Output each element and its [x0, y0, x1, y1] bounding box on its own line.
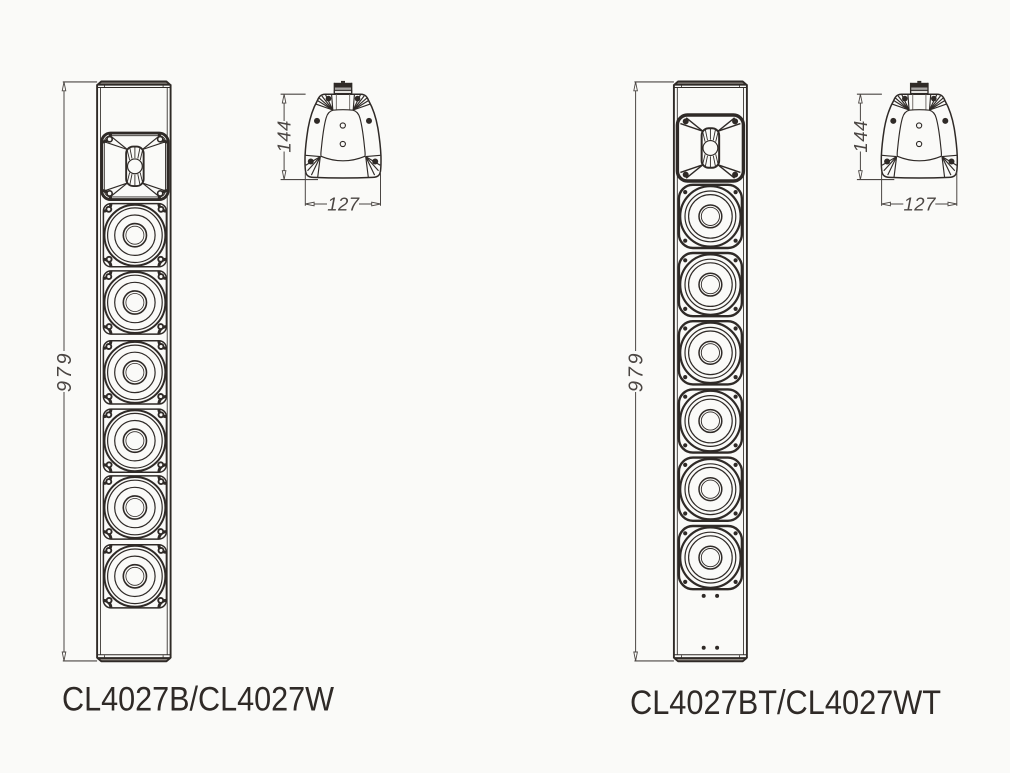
svg-text:CL4027B/CL4027W: CL4027B/CL4027W	[62, 680, 334, 718]
svg-text:144: 144	[850, 120, 871, 152]
svg-text:127: 127	[327, 194, 360, 215]
svg-text:CL4027BT/CL4027WT: CL4027BT/CL4027WT	[630, 683, 941, 721]
svg-text:979: 979	[626, 351, 648, 392]
svg-text:144: 144	[274, 120, 295, 152]
svg-text:127: 127	[904, 194, 937, 215]
svg-text:979: 979	[54, 351, 76, 392]
